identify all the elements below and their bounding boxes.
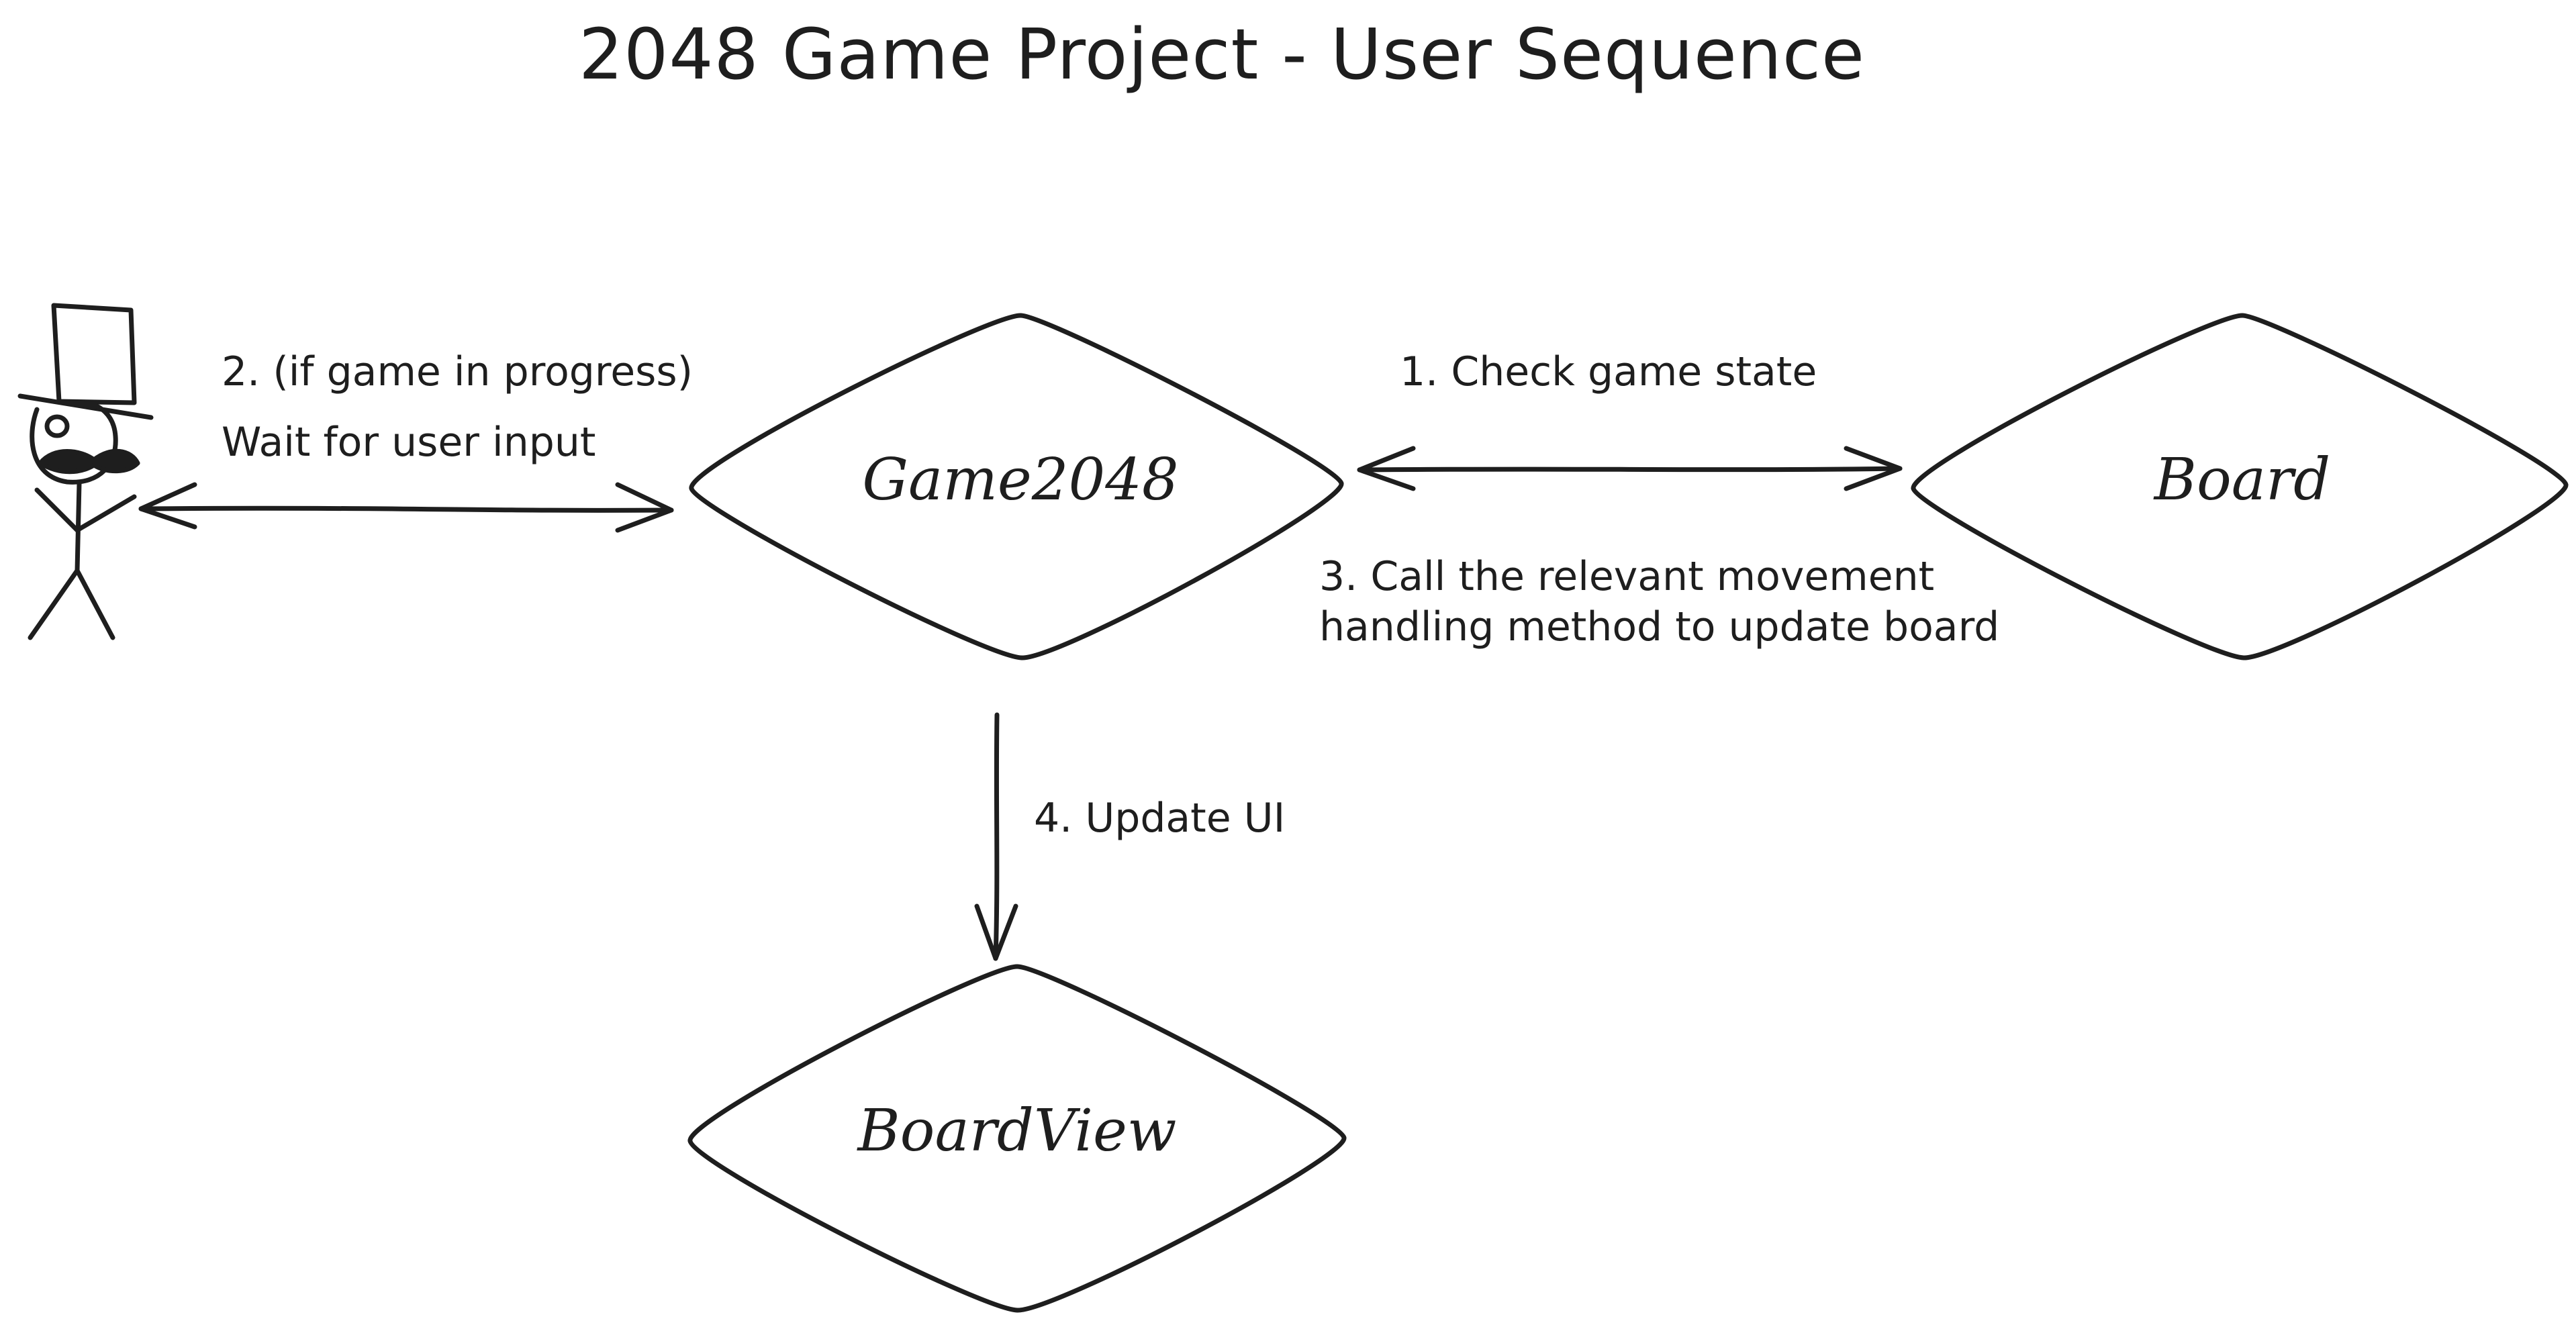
game-board-top-label: 1. Check game state: [1400, 348, 1817, 395]
boardview-shape[interactable]: [687, 964, 1347, 1313]
board-label: Board: [2154, 446, 2331, 513]
arrow-game-board[interactable]: [1357, 446, 1903, 491]
arrow-game-boardview[interactable]: [974, 712, 1018, 961]
game-boardview-label: 4. Update UI: [1034, 795, 1286, 842]
stick-figure-with-top-hat-icon[interactable]: [17, 303, 154, 640]
game2048-shape[interactable]: [689, 313, 1344, 660]
user-game-label-line2: Wait for user input: [222, 419, 596, 466]
user-game-label-line1: 2. (if game in progress): [222, 348, 694, 395]
boardview-label: BoardView: [857, 1097, 1177, 1165]
game-board-bottom-label-line2: handling method to update board: [1319, 603, 2000, 650]
board-shape[interactable]: [1911, 313, 2569, 660]
game2048-label: Game2048: [862, 446, 1179, 513]
arrow-user-game[interactable]: [138, 482, 674, 533]
diagram-title: 2048 Game Project - User Sequence: [579, 13, 1865, 95]
game-board-bottom-label-line1: 3. Call the relevant movement: [1319, 553, 1935, 600]
